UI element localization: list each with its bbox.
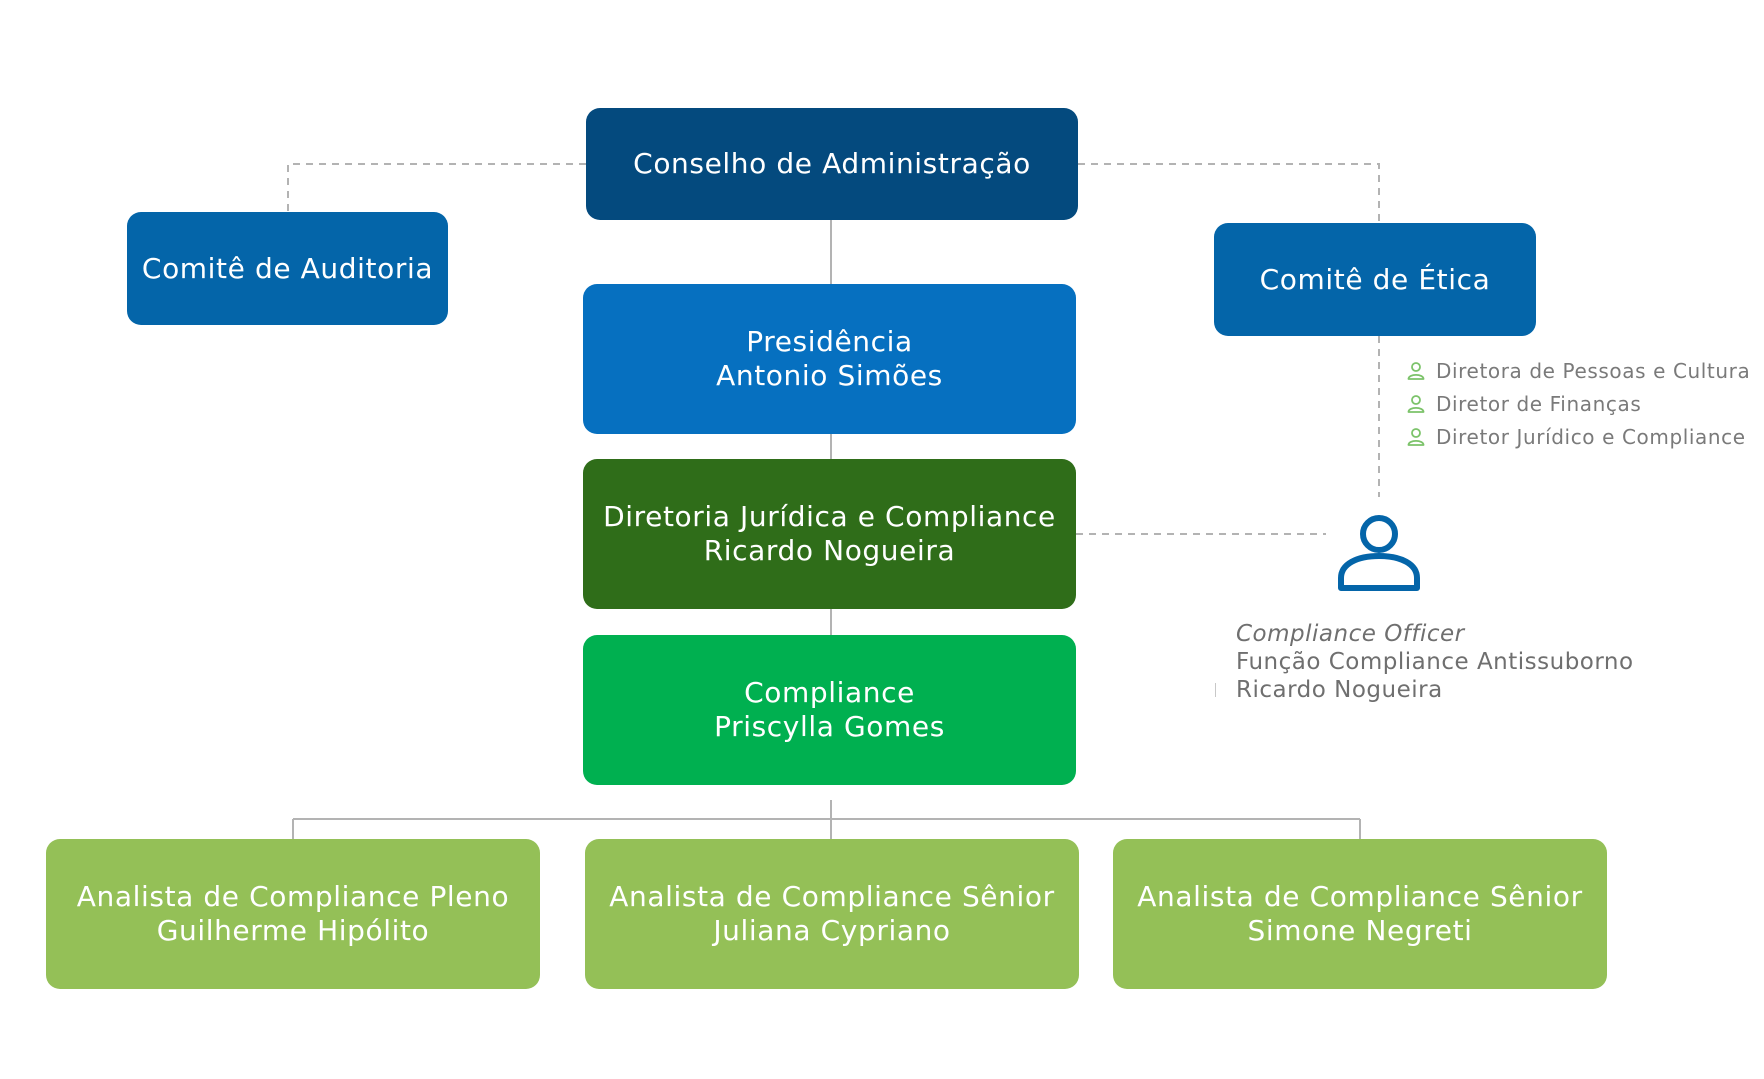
node-label: Conselho de Administração [633, 147, 1031, 180]
user-icon [1407, 361, 1425, 380]
node-title: Diretoria Jurídica e Compliance [603, 500, 1056, 533]
node-person: Juliana Cypriano [713, 914, 951, 947]
node-analista-senior-2: Analista de Compliance Sênior Simone Neg… [1113, 839, 1607, 989]
node-person: Ricardo Nogueira [703, 534, 956, 567]
officer-function: Função Compliance Antissuborno [1236, 649, 1634, 675]
comite-etica-members: Diretora de Pessoas e Cultura Diretor de… [1406, 354, 1750, 453]
node-person: Guilherme Hipólito [156, 914, 430, 947]
connector-conselho-auditoria [287, 163, 586, 212]
node-title: Analista de Compliance Pleno [76, 880, 510, 913]
member-label: Diretora de Pessoas e Cultura [1436, 358, 1751, 383]
connector-conselho-etica [1078, 163, 1380, 223]
node-analista-pleno: Analista de Compliance Pleno Guilherme H… [46, 839, 540, 989]
node-diretoria-juridica: Diretoria Jurídica e Compliance Ricardo … [583, 459, 1076, 609]
node-comite-etica: Comitê de Ética [1214, 223, 1536, 336]
node-presidencia: Presidência Antonio Simões [583, 284, 1076, 434]
user-icon [1407, 427, 1425, 446]
member-item: Diretora de Pessoas e Cultura [1406, 354, 1750, 387]
node-label: Comitê de Auditoria [141, 251, 434, 285]
member-item: Diretor Jurídico e Compliance [1406, 420, 1750, 453]
node-comite-auditoria: Comitê de Auditoria [127, 212, 448, 325]
officer-role: Compliance Officer [1236, 621, 1465, 647]
user-icon [1407, 394, 1425, 413]
person-icon [1338, 515, 1420, 591]
node-title: Analista de Compliance Sênior [1137, 880, 1583, 913]
node-person: Priscylla Gomes [714, 710, 945, 743]
node-conselho-administracao: Conselho de Administração [586, 108, 1078, 220]
member-label: Diretor Jurídico e Compliance [1436, 424, 1746, 449]
node-analista-senior-1: Analista de Compliance Sênior Juliana Cy… [585, 839, 1079, 989]
node-compliance: Compliance Priscylla Gomes [583, 635, 1076, 785]
node-label: Comitê de Ética [1259, 262, 1491, 296]
node-title: Analista de Compliance Sênior [609, 880, 1055, 913]
member-item: Diretor de Finanças [1406, 387, 1750, 420]
node-title: Compliance [744, 676, 915, 709]
node-title: Presidência [746, 325, 913, 358]
node-person: Simone Negreti [1247, 914, 1473, 947]
node-person: Antonio Simões [716, 359, 943, 392]
officer-name: Ricardo Nogueira [1236, 677, 1443, 703]
compliance-officer-info: Compliance Officer Função Compliance Ant… [1236, 620, 1634, 704]
officer-divider [1215, 683, 1216, 697]
member-label: Diretor de Finanças [1436, 391, 1642, 416]
